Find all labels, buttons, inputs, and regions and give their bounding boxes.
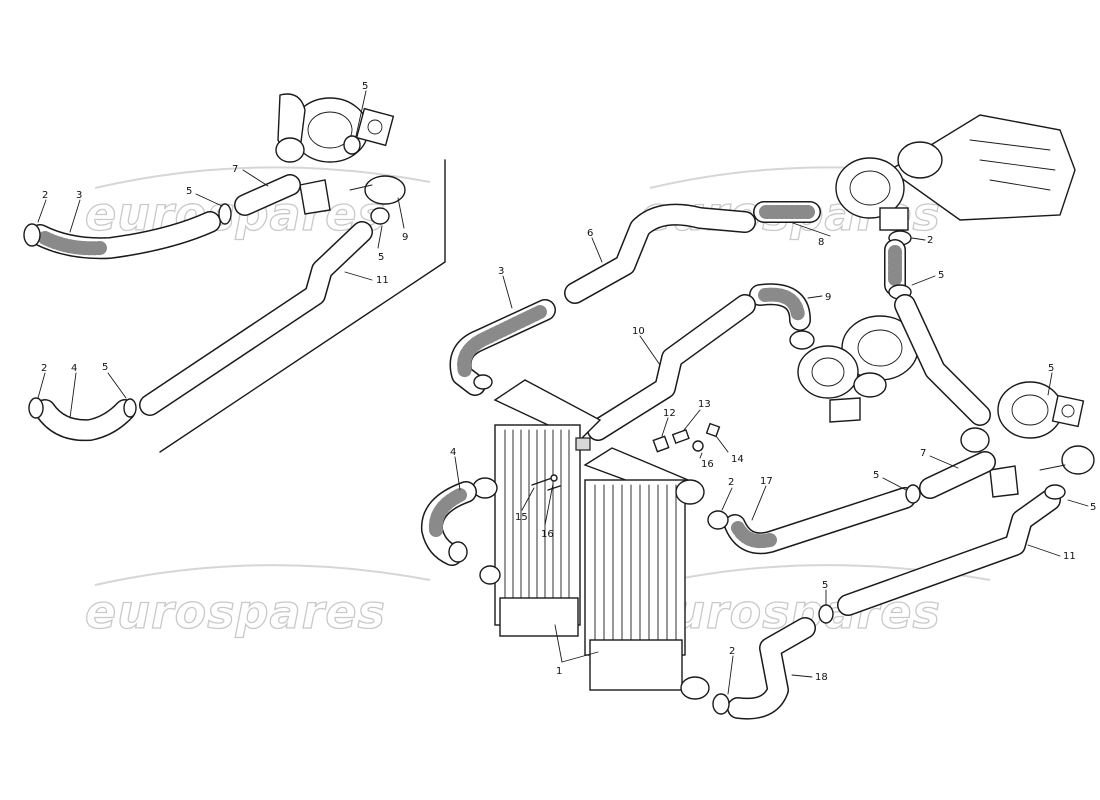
callout-main-18: 18: [815, 672, 828, 683]
throttle-body: [835, 114, 1076, 231]
callout-main-5c: 5: [1048, 363, 1054, 374]
clamp-5-low: [818, 604, 834, 624]
callout-main-3: 3: [498, 266, 504, 277]
inset-clamp-5b: [343, 135, 361, 155]
turbocharger-left: [789, 315, 919, 423]
callout-main-9: 9: [825, 292, 831, 303]
clamp-2-mid: [707, 510, 729, 530]
hose-18: [727, 617, 816, 720]
callout-main-2a: 2: [927, 235, 933, 246]
callout-main-8: 8: [818, 237, 824, 248]
callout-main-11: 11: [1063, 551, 1076, 562]
clamp-5-mid: [905, 484, 921, 504]
small-fittings: [652, 422, 721, 453]
inset-frame: [159, 159, 446, 453]
hose-9: [749, 283, 811, 331]
inset-assembly: [23, 93, 406, 442]
hose-4: [420, 481, 477, 566]
watermark-bottom-left: eurospares: [85, 585, 386, 639]
callout-inset-3: 3: [76, 190, 82, 201]
inset-hose-11: [139, 221, 373, 416]
callout-main-17: 17: [760, 476, 773, 487]
pipe-main-right: [894, 294, 991, 426]
inset-clamp-5c: [370, 207, 390, 225]
callout-main-5e: 5: [822, 580, 828, 591]
callout-inset-4: 4: [71, 363, 77, 374]
inset-hose-4: [34, 399, 136, 442]
inset-clamp-5a: [218, 203, 232, 225]
inset-hose-3: [29, 211, 221, 260]
main-assembly: [420, 114, 1095, 720]
inset-callouts: 2 3 5 7 5 9 5 11 2 4 5: [37, 81, 408, 419]
watermark-top-left: eurospares: [85, 187, 386, 241]
callout-main-10: 10: [632, 326, 645, 337]
callout-main-2c: 2: [729, 646, 735, 657]
intercooler-front: [575, 437, 710, 700]
hose-17: [724, 487, 916, 555]
bolts-15-16: [531, 474, 561, 491]
callout-main-5d: 5: [1090, 502, 1096, 513]
inset-clamp-2: [23, 223, 41, 247]
callout-main-1: 1: [556, 666, 562, 677]
callout-inset-5b: 5: [362, 81, 368, 92]
clamp-4: [448, 541, 468, 563]
inset-clamp-2b: [28, 397, 44, 419]
callout-inset-5a: 5: [186, 186, 192, 197]
callout-inset-11: 11: [376, 275, 389, 286]
callout-inset-5d: 5: [102, 362, 108, 373]
callout-inset-5c: 5: [378, 252, 384, 263]
callout-main-5a: 5: [938, 270, 944, 281]
callout-main-5b: 5: [873, 470, 879, 481]
callout-main-2b: 2: [728, 477, 734, 488]
inset-hose-7: [234, 174, 301, 216]
callout-main-6: 6: [587, 228, 593, 239]
callout-inset-7: 7: [232, 164, 238, 175]
clamp-2-low: [712, 693, 730, 715]
main-callouts: 6 8 2 5 3 9 10 12 13 16 14 4 15 16 2 17 …: [450, 221, 1096, 695]
callout-main-13: 13: [698, 399, 711, 410]
callout-main-16a: 16: [701, 459, 714, 470]
callout-inset-2: 2: [42, 190, 48, 201]
hose-3: [449, 299, 556, 396]
callout-main-15: 15: [515, 512, 528, 523]
hose-11: [837, 489, 1061, 616]
callout-main-12: 12: [663, 408, 676, 419]
callout-main-4: 4: [450, 447, 456, 458]
callout-main-14: 14: [731, 454, 744, 465]
inset-clamp-5d: [123, 398, 137, 418]
clamp-3: [473, 374, 493, 390]
callout-inset-2b: 2: [41, 363, 47, 374]
turbocharger-right: [960, 381, 1095, 498]
clamp-5-right: [1044, 484, 1066, 500]
hose-6: [564, 203, 756, 304]
hose-7: [919, 451, 996, 499]
inset-turbocharger: [275, 93, 406, 215]
hose-10: [587, 294, 756, 441]
callout-main-7: 7: [920, 448, 926, 459]
callout-inset-9: 9: [402, 232, 408, 243]
intercooler-rear: [472, 379, 602, 637]
callout-main-16b: 16: [541, 529, 554, 540]
